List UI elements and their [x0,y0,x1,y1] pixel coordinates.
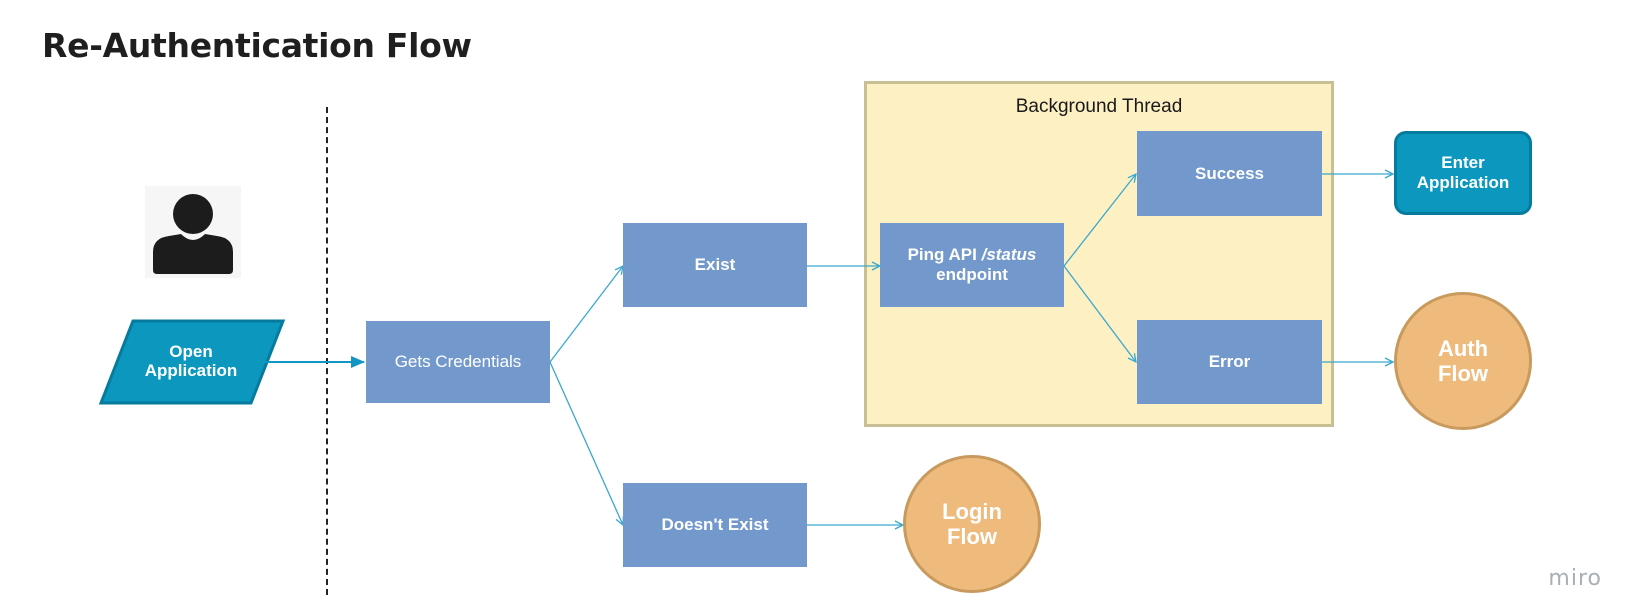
background-thread-label: Background Thread [1015,96,1183,117]
open-application-line2: Application [144,360,238,380]
arrow-credentials-to-doesnt-exist [549,361,623,525]
swimlane-divider [326,107,328,595]
login-flow-circle[interactable]: Login Flow [903,455,1041,593]
doesnt-exist-box[interactable]: Doesn't Exist [623,483,807,567]
doesnt-exist-label: Doesn't Exist [661,515,769,535]
gets-credentials-box[interactable]: Gets Credentials [366,321,550,403]
ping-api-prefix: Ping API [907,245,982,265]
exist-label: Exist [694,255,736,275]
user-icon [145,186,241,278]
arrow-ping-to-error [1063,265,1136,362]
auth-flow-line1: Auth [1437,335,1489,361]
open-application-label: Open Application [118,342,264,380]
auth-flow-circle[interactable]: Auth Flow [1394,292,1532,430]
login-flow-line1: Login [942,498,1002,524]
arrow-credentials-to-exist [549,266,623,363]
success-box[interactable]: Success [1137,131,1322,216]
open-application-line1: Open [169,342,213,361]
miro-watermark: miro [1548,566,1602,591]
login-flow-line2: Flow [946,524,998,549]
ping-api-endpoint-path: /status [981,245,1037,265]
enter-application-box[interactable]: Enter Application [1394,131,1532,215]
success-label: Success [1195,163,1264,183]
error-label: Error [1208,352,1251,372]
arrow-ping-to-success [1063,174,1136,267]
error-box[interactable]: Error [1137,320,1322,404]
diagram-title: Re-Authentication Flow [42,26,472,65]
enter-application-line1: Enter [1441,153,1485,173]
ping-api-line2: endpoint [936,265,1008,284]
ping-api-line1: Ping API /status [908,245,1037,265]
auth-flow-line2: Flow [1437,361,1489,386]
enter-application-line2: Application [1416,173,1510,192]
open-application-shape[interactable] [98,319,286,405]
exist-box[interactable]: Exist [623,223,807,307]
gets-credentials-label: Gets Credentials [394,352,522,372]
ping-api-box[interactable]: Ping API /status endpoint [880,223,1064,307]
